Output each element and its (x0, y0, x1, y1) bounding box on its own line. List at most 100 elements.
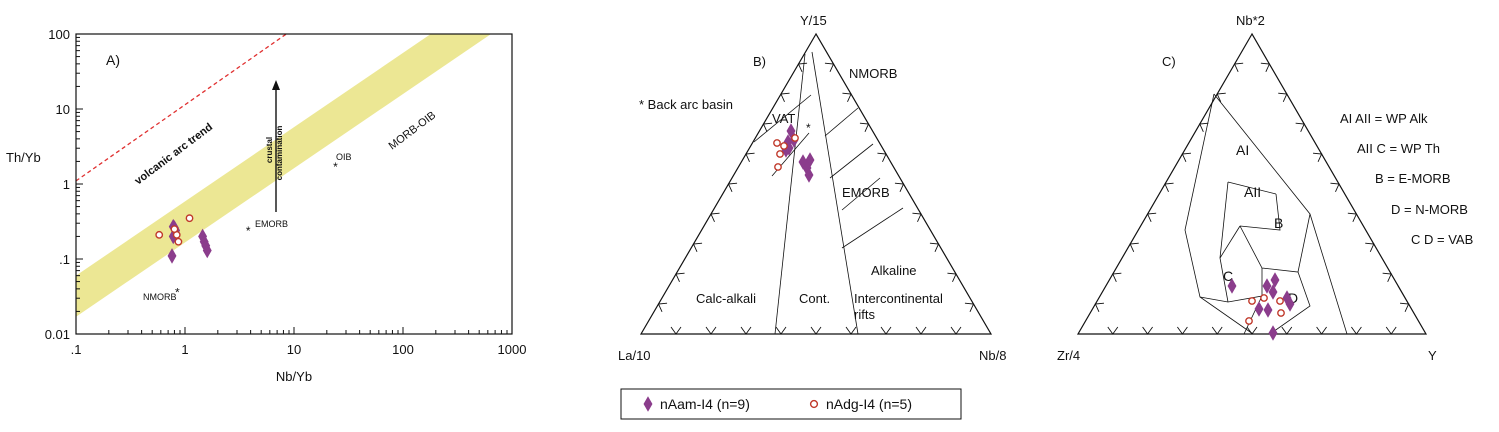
ai-field-label: AI (1236, 142, 1249, 158)
key-line-4: D = N-MORB (1391, 202, 1468, 217)
diamond-point (1254, 301, 1264, 317)
ternary-tick (1094, 302, 1105, 313)
morb-oib-label: MORB-OIB (387, 109, 439, 152)
key-line-3: B = E-MORB (1375, 171, 1451, 186)
ternary-tick (1330, 182, 1340, 193)
ternary-tick (1365, 242, 1375, 253)
ternary-tick (1211, 326, 1223, 335)
morb-oib-band (76, 34, 492, 317)
key-line-5: C D = VAB (1411, 232, 1473, 247)
circle-point (791, 134, 799, 142)
circle-point (780, 142, 788, 150)
circle-point (774, 163, 782, 171)
y-tick-label: 0.01 (45, 327, 70, 342)
diamond-point (1270, 272, 1280, 288)
diamond-point (804, 167, 814, 183)
panel-b-label: B) (753, 54, 766, 69)
ternary-tick (1112, 272, 1122, 283)
emorb-label: EMORB (255, 219, 288, 229)
ternary-tick (1246, 326, 1258, 335)
circle-point (776, 150, 784, 158)
y-tick-label: 10 (56, 102, 70, 117)
emorb-field-label: EMORB (842, 185, 890, 200)
ternary-tick (1347, 212, 1358, 223)
ternary-tick (745, 152, 755, 163)
ternary-tick (894, 182, 905, 193)
ternary-tick (780, 92, 790, 103)
reference-star: * (246, 224, 251, 238)
aii-field-label: AII (1244, 184, 1261, 200)
circle-point (185, 214, 194, 223)
panel-c-ticks (1094, 62, 1410, 335)
back-arc-star: * (806, 121, 811, 135)
ternary-tick (710, 212, 720, 223)
ternary-tick (762, 122, 773, 133)
circle-point (1248, 297, 1256, 305)
alkaline-field-label: Alkaline (871, 263, 917, 278)
ternary-tick (1278, 92, 1288, 103)
legend-box (620, 388, 962, 420)
panel-a-data (155, 214, 212, 264)
ternary-tick (950, 326, 962, 335)
ternary-tick (1316, 326, 1327, 335)
y15-vertex-label: Y/15 (800, 13, 827, 28)
panel-a-label: A) (106, 52, 120, 68)
circle-point (1260, 294, 1268, 302)
y-axis-label: Th/Yb (6, 150, 41, 165)
y-tick-label: .1 (59, 252, 70, 267)
ternary-tick (947, 272, 957, 283)
circle-point (1245, 317, 1253, 325)
circle-point (155, 230, 164, 239)
back-arc-note: * Back arc basin (639, 97, 733, 112)
circle-point (1276, 297, 1284, 305)
ternary-tick (1295, 122, 1305, 133)
ternary-tick (1164, 182, 1174, 193)
legend: nAam-I4 (n=9) nAdg-I4 (n=5) (620, 388, 962, 420)
la10-vertex-label: La/10 (618, 348, 651, 363)
ternary-tick (797, 62, 808, 73)
reference-star: * (333, 160, 338, 174)
nmorb-field-label: NMORB (849, 66, 897, 81)
ternary-tick (810, 326, 822, 335)
cont-field-label: Cont. (799, 291, 830, 306)
ternary-tick (1216, 92, 1226, 103)
diamond-point (1268, 325, 1278, 341)
ternary-tick (1177, 326, 1188, 335)
x-tick-label: 100 (392, 342, 414, 357)
x-tick-label: 10 (287, 342, 301, 357)
ternary-tick (1312, 152, 1323, 163)
diamond-point (1268, 284, 1278, 300)
intercontinental-field-label: Intercontinental (854, 291, 943, 306)
d-field-label: D (1288, 290, 1298, 306)
ternary-tick (1146, 212, 1157, 223)
reference-star: * (175, 286, 180, 300)
y-tick-label: 100 (48, 27, 70, 42)
ternary-tick (1233, 62, 1244, 73)
ternary-tick (1382, 272, 1392, 283)
key-line-2: AII C = WP Th (1357, 141, 1440, 156)
circle-point (1277, 309, 1285, 317)
x-tick-label: 1 (181, 342, 188, 357)
ternary-tick (1260, 62, 1271, 73)
vat-field-label: VAT (772, 111, 795, 126)
diamond-point (1263, 302, 1273, 318)
diamond-point (202, 242, 212, 259)
zr4-vertex-label: Zr/4 (1057, 348, 1080, 363)
reference-points: * * * (175, 160, 338, 300)
ternary-tick (880, 326, 892, 335)
ternary-tick (775, 326, 787, 335)
calc-alkali-field-label: Calc-alkali (696, 291, 756, 306)
ternary-tick (1107, 326, 1119, 335)
key-line-1: AI AII = WP Alk (1340, 111, 1428, 126)
c-field-label: C (1223, 268, 1233, 284)
panel-c-label: C) (1162, 54, 1176, 69)
ternary-tick (740, 326, 752, 335)
panel-c-field-lines (1184, 93, 1348, 335)
contamination-arrowhead (272, 80, 280, 90)
ternary-tick (1385, 326, 1397, 335)
ternary-tick (675, 272, 685, 283)
circle-point (170, 225, 179, 234)
volcanic-arc-trend-line (76, 34, 287, 182)
